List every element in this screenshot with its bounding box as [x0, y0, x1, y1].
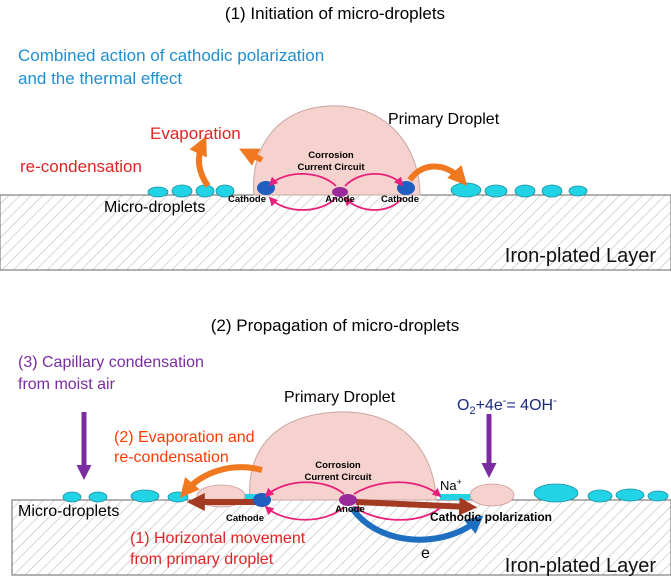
anode-label-1: Anode	[325, 194, 355, 205]
iron-plated-layer-2	[11, 499, 671, 576]
circuit-label-line1-2: Corrosion	[315, 460, 361, 471]
micro-droplet	[484, 184, 508, 198]
micro-droplets-label-2: Micro-droplets	[18, 503, 119, 520]
micro-droplet	[171, 184, 193, 198]
micro-droplet	[587, 489, 613, 503]
panel-initiation: (1) Initiation of micro-droplets Combine…	[0, 4, 671, 271]
panel-propagation: (2) Propagation of micro-droplets (3) Ca…	[11, 316, 671, 577]
iron-plated-layer-label-2: Iron-plated Layer	[505, 555, 657, 577]
micro-droplet	[647, 490, 669, 502]
evaporation-arrow-right	[407, 163, 468, 186]
evaporation-arrow-left	[239, 148, 264, 166]
micro-droplet	[130, 489, 160, 503]
cathode-label-2: Cathode	[226, 513, 264, 524]
oxygen-reduction-equation: O2+4e-= 4OH-	[457, 395, 557, 417]
micro-droplet	[533, 483, 579, 503]
circuit-label-line2-1: Current Circuit	[297, 162, 365, 173]
recondensation-label-1: re-condensation	[20, 157, 142, 176]
anode-spot-2	[339, 494, 357, 506]
micro-droplet	[514, 184, 536, 198]
circuit-arc	[353, 481, 442, 498]
panel2-title: (2) Propagation of micro-droplets	[211, 316, 460, 335]
electron-flow-arrow	[349, 506, 484, 543]
evap-recond-line2: re-condensation	[114, 449, 229, 466]
micro-droplet	[541, 184, 563, 198]
evap-recond-line1: (2) Evaporation and	[114, 429, 255, 446]
recondensation-arrow-up	[189, 136, 211, 188]
micro-film	[440, 494, 470, 500]
cathode-label-right-1: Cathode	[381, 194, 419, 205]
capillary-line2: from moist air	[18, 376, 116, 393]
circuit-arc	[268, 173, 337, 187]
cathode-label-left-1: Cathode	[228, 194, 266, 205]
micro-droplet	[568, 185, 588, 197]
combined-action-line2: and the thermal effect	[18, 69, 182, 88]
micro-droplets-label-1: Micro-droplets	[104, 199, 205, 216]
cathodic-polarization-label: Cathodic polarization	[430, 510, 552, 524]
circuit-arc	[352, 506, 441, 521]
iron-plated-layer-label-1: Iron-plated Layer	[505, 245, 657, 267]
sodium-ion-label: Na+	[440, 477, 462, 493]
iron-plated-layer-1	[0, 194, 671, 271]
primary-droplet-2	[249, 411, 437, 501]
micro-droplet	[62, 491, 82, 503]
capillary-line1: (3) Capillary condensation	[18, 354, 204, 371]
circuit-arc	[343, 196, 403, 211]
circuit-label-line1-1: Corrosion	[308, 150, 354, 161]
anode-spot-1	[332, 187, 348, 197]
evaporation-recondensation-arrow	[180, 464, 263, 498]
horizontal-movement-line2: from primary droplet	[130, 551, 274, 568]
electron-label: e	[421, 545, 430, 562]
micro-droplet	[450, 182, 482, 198]
side-droplet-right	[469, 483, 515, 507]
micro-droplet	[215, 184, 235, 198]
horizontal-movement-line1: (1) Horizontal movement	[130, 530, 306, 547]
micro-droplet	[88, 491, 108, 503]
primary-droplet-label-1: Primary Droplet	[388, 111, 500, 128]
evaporation-label-1: Evaporation	[150, 124, 241, 143]
micro-droplet	[167, 491, 189, 503]
horizontal-movement-arrow-right	[355, 497, 478, 516]
circuit-arc	[264, 481, 345, 498]
circuit-arc	[264, 505, 345, 521]
micro-droplet	[615, 488, 645, 502]
micro-droplet	[147, 186, 169, 198]
primary-droplet-label-2: Primary Droplet	[284, 389, 396, 406]
circuit-arc	[268, 196, 337, 211]
circuit-label-line2-2: Current Circuit	[304, 472, 372, 483]
anode-label-2: Anode	[335, 504, 365, 515]
micro-film	[245, 494, 259, 500]
panel1-title: (1) Initiation of micro-droplets	[225, 4, 445, 23]
combined-action-line1: Combined action of cathodic polarization	[18, 46, 324, 65]
circuit-arc	[344, 173, 404, 187]
